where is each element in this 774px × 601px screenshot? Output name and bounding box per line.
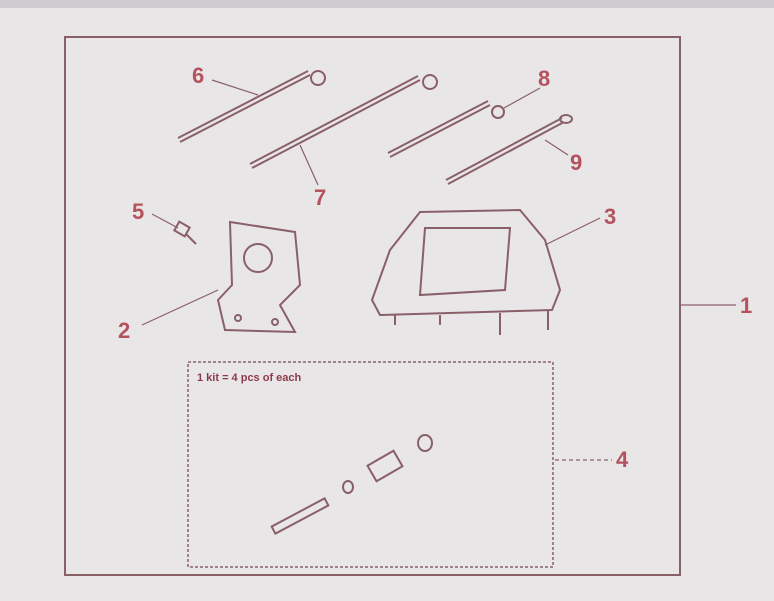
rod-8 xyxy=(387,100,505,158)
callout-8: 8 xyxy=(538,66,551,91)
callout-1: 1 xyxy=(740,293,753,318)
kit-note: 1 kit = 4 pcs of each xyxy=(197,372,302,384)
screen-top-edge xyxy=(0,0,774,8)
callout-9: 9 xyxy=(570,150,583,175)
bolt-5 xyxy=(172,220,197,245)
callout-4: 4 xyxy=(616,447,629,472)
rod-6 xyxy=(177,70,326,143)
callout-6: 6 xyxy=(192,63,205,88)
callout-3: 3 xyxy=(604,204,617,229)
callout-5: 5 xyxy=(132,199,145,224)
housing-3 xyxy=(370,208,562,335)
callout-7: 7 xyxy=(314,185,327,210)
hardware-box xyxy=(187,361,554,568)
callout-2: 2 xyxy=(118,318,131,343)
bracket-2 xyxy=(216,220,302,334)
rod-9 xyxy=(445,114,573,185)
hardware-4 xyxy=(270,434,433,535)
kit-frame xyxy=(64,36,681,576)
rod-7 xyxy=(249,74,438,169)
